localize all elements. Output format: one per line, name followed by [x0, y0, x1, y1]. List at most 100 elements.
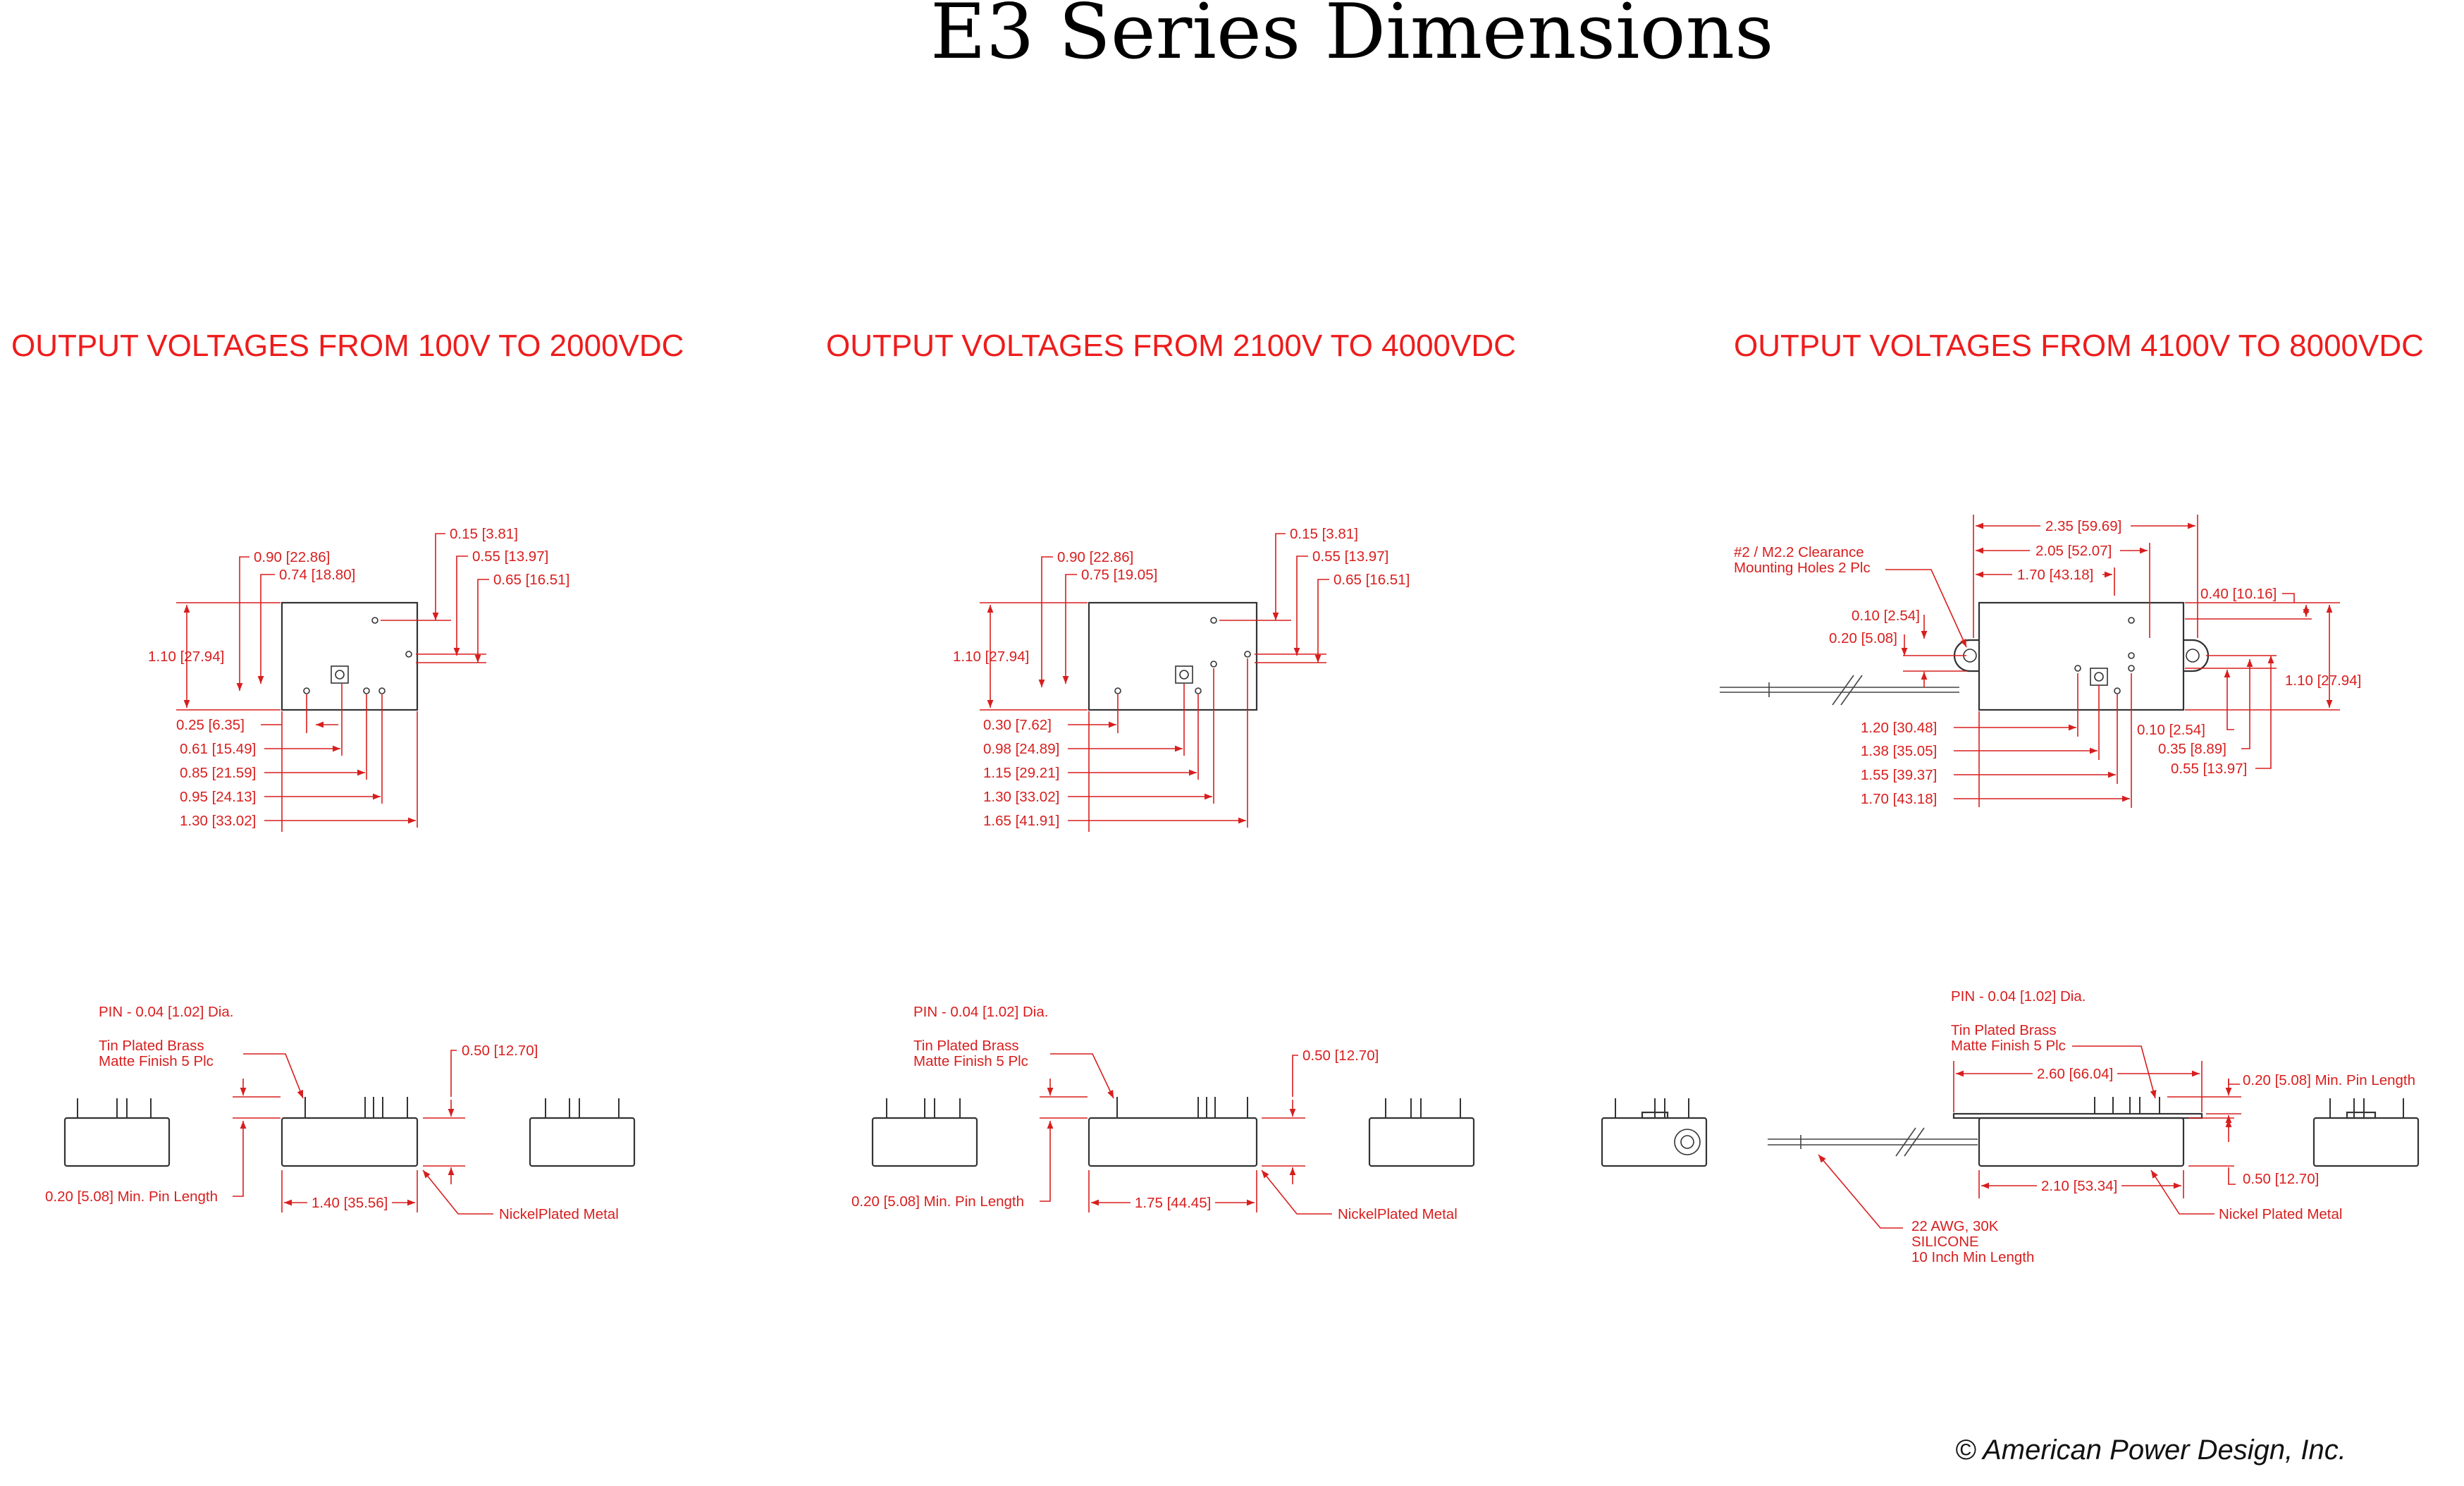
side-view-3: PIN - 0.04 [1.02] Dia. Tin Plated Brass …	[1601, 988, 2420, 1265]
module-side-view-3	[1978, 1117, 2185, 1167]
dim-label: 1.20 [30.48]	[1861, 720, 1937, 736]
dim-label: 0.30 [7.62]	[983, 717, 1052, 733]
dim-label: 0.40 [10.16]	[2200, 586, 2277, 602]
dim-label: 0.74 [18.80]	[279, 567, 355, 583]
dim-label: 1.70 [43.18]	[2017, 567, 2093, 583]
case-label: Nickel Plated Metal	[2219, 1206, 2342, 1222]
dim-label: 0.20 [5.08]	[1829, 630, 1897, 646]
mounting-hole-right	[2186, 649, 2200, 663]
pin-finish-label: Matte Finish 5 Plc	[99, 1053, 214, 1069]
dim-label: 0.20 [5.08] Min. Pin Length	[851, 1193, 1024, 1210]
hv-output-connector-inner	[1680, 1135, 1694, 1149]
dim-label: 0.50 [12.70]	[2243, 1171, 2319, 1187]
pin-dot-3a	[2128, 617, 2135, 624]
pin-dot-3b	[2128, 652, 2135, 659]
side-view-2: PIN - 0.04 [1.02] Dia. Tin Plated Brass …	[851, 1004, 1475, 1222]
dim-label: 2.10 [53.34]	[2041, 1178, 2117, 1194]
dim-label: 1.55 [39.37]	[1861, 767, 1937, 783]
module-body-top-2	[1088, 601, 1258, 711]
pin-finish-label: Tin Plated Brass	[99, 1038, 204, 1054]
trim-pot-1	[331, 665, 349, 684]
pin-dot-1a	[371, 617, 378, 624]
dim-label: 1.15 [29.21]	[983, 765, 1059, 781]
dim-label: 0.90 [22.86]	[254, 549, 330, 565]
dim-label: 0.50 [12.70]	[462, 1043, 538, 1059]
wire-spec-label: SILICONE	[1911, 1234, 1979, 1250]
pin-finish-label: Tin Plated Brass	[913, 1038, 1019, 1054]
pin-spec-label: PIN - 0.04 [1.02] Dia.	[913, 1004, 1048, 1020]
dim-label: 0.35 [8.89]	[2158, 741, 2226, 757]
pin-dot-1e	[378, 687, 386, 694]
pin-dot-3c	[2128, 665, 2135, 672]
dim-label: 1.38 [35.05]	[1861, 743, 1937, 759]
pin-dot-1c	[303, 687, 310, 694]
dim-label: 0.75 [19.05]	[1081, 567, 1157, 583]
pin-dot-3d	[2074, 665, 2081, 672]
module-end-view-1	[63, 1117, 171, 1167]
dim-label: Mounting Holes 2 Plc	[1734, 560, 1871, 576]
top-view-3: #2 / M2.2 Clearance Mounting Holes 2 Plc…	[1720, 515, 2361, 808]
pin-finish-label: Matte Finish 5 Plc	[913, 1053, 1028, 1069]
dim-label: 0.10 [2.54]	[2137, 722, 2205, 738]
wire-spec-label: 22 AWG, 30K	[1911, 1218, 1999, 1234]
dim-label: 0.90 [22.86]	[1057, 549, 1133, 565]
top-view-2: 0.90 [22.86] 0.75 [19.05] 0.15 [3.81] 0.…	[953, 526, 1410, 832]
dim-label: #2 / M2.2 Clearance	[1734, 544, 1864, 560]
dim-label: 1.40 [35.56]	[312, 1195, 388, 1211]
pin-finish-label: Matte Finish 5 Plc	[1951, 1038, 2066, 1054]
dim-label: 1.70 [43.18]	[1861, 791, 1937, 807]
dim-label: 0.50 [12.70]	[1302, 1048, 1379, 1064]
dim-label: 2.05 [52.07]	[2035, 543, 2112, 559]
module-end-view-2b	[1368, 1117, 1475, 1167]
dim-label: 0.15 [3.81]	[450, 526, 518, 542]
module-body-top-3	[1978, 601, 2185, 711]
section-heading-2: OUTPUT VOLTAGES FROM 2100V TO 4000VDC	[826, 328, 1516, 363]
dim-label: 2.60 [66.04]	[2037, 1066, 2113, 1082]
case-label: NickelPlated Metal	[1338, 1206, 1458, 1222]
trim-pot-screw-3	[2094, 672, 2104, 682]
pin-dot-2b	[1244, 651, 1251, 658]
dim-label: 0.65 [16.51]	[493, 572, 569, 588]
pin-dot-1b	[405, 651, 412, 658]
pin-finish-label: Tin Plated Brass	[1951, 1022, 2057, 1038]
top-view-1: 0.90 [22.86] 0.74 [18.80] 0.15 [3.81] 0.…	[148, 526, 569, 832]
case-label: NickelPlated Metal	[499, 1206, 619, 1222]
wire-spec-label: 10 Inch Min Length	[1911, 1249, 2034, 1265]
pin-dot-2e	[1210, 661, 1217, 668]
module-end-view-2	[871, 1117, 978, 1167]
section-heading-3: OUTPUT VOLTAGES FROM 4100V TO 8000VDC	[1734, 328, 2424, 363]
dim-label: 0.15 [3.81]	[1290, 526, 1358, 542]
dim-label: 1.30 [33.02]	[983, 789, 1059, 805]
dim-label: 0.65 [16.51]	[1333, 572, 1410, 588]
dim-label: 0.85 [21.59]	[180, 765, 256, 781]
dim-label: 0.10 [2.54]	[1852, 608, 1920, 624]
side-view-1: PIN - 0.04 [1.02] Dia. Tin Plated Brass …	[45, 1004, 636, 1222]
dim-label: 0.55 [13.97]	[1312, 548, 1388, 565]
dim-label: 0.20 [5.08] Min. Pin Length	[2243, 1072, 2415, 1088]
dim-label: 1.10 [27.94]	[148, 649, 224, 665]
dim-label: 0.55 [13.97]	[472, 548, 548, 565]
pin-spec-label: PIN - 0.04 [1.02] Dia.	[99, 1004, 233, 1020]
dim-label: 2.35 [59.69]	[2045, 518, 2121, 534]
pin-dot-1d	[363, 687, 370, 694]
dim-label: 0.20 [5.08] Min. Pin Length	[45, 1189, 218, 1205]
module-end-view-1b	[529, 1117, 636, 1167]
trim-pot-3	[2090, 668, 2108, 686]
dim-label: 1.10 [27.94]	[953, 649, 1029, 665]
dim-label: 1.75 [44.45]	[1135, 1195, 1211, 1211]
copyright-notice: © American Power Design, Inc.	[1955, 1435, 2346, 1466]
dim-label: 0.95 [24.13]	[180, 789, 256, 805]
page-title: E3 Series Dimensions	[930, 0, 1774, 76]
pin-dot-2a	[1210, 617, 1217, 624]
dim-label: 0.25 [6.35]	[176, 717, 245, 733]
dim-label: 0.61 [15.49]	[180, 741, 256, 757]
pin-spec-label: PIN - 0.04 [1.02] Dia.	[1951, 988, 2086, 1005]
pin-dot-3e	[2114, 687, 2121, 694]
trim-pot-screw-1	[335, 670, 345, 680]
dim-label: 1.30 [33.02]	[180, 813, 256, 829]
dim-label: 0.55 [13.97]	[2171, 761, 2247, 777]
pin-dot-2d	[1195, 687, 1202, 694]
module-body-top-1	[281, 601, 419, 711]
dim-label: 1.10 [27.94]	[2285, 673, 2361, 689]
